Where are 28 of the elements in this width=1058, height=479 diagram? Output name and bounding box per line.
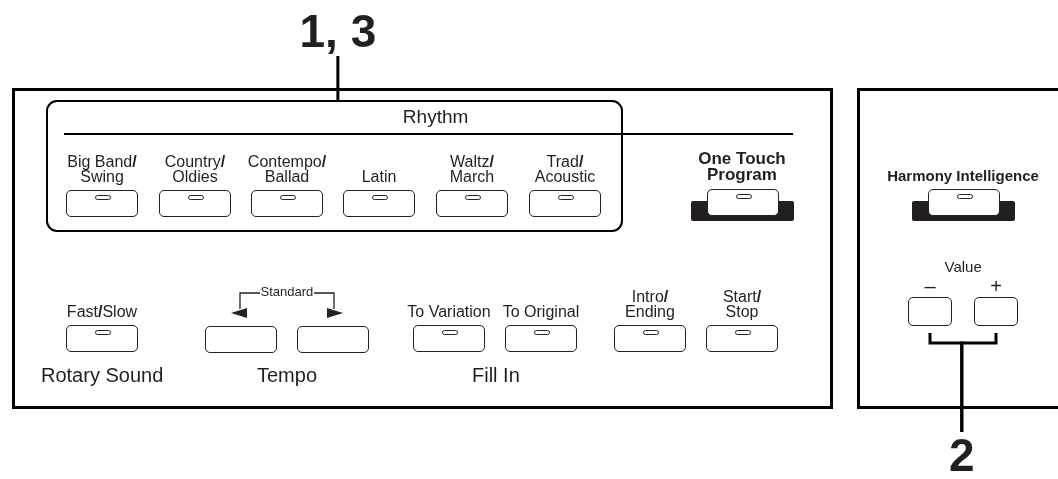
button-label: To Variation: [407, 304, 491, 319]
panel-button: [297, 326, 369, 353]
section-label: Tempo: [257, 364, 318, 387]
section-label: Fill In: [472, 364, 520, 387]
button-label: Intro/ Ending: [625, 289, 675, 319]
button-label: Contempo/ Ballad: [247, 154, 327, 184]
button-label: Harmony Intelligence: [886, 169, 1040, 183]
leader-line: [336, 56, 340, 101]
button-group-frame: [46, 100, 623, 232]
bracket-label: Standard: [260, 284, 314, 299]
button-label: –: [924, 278, 936, 294]
button-label: Latin: [361, 169, 397, 184]
section-label: Rotary Sound: [41, 364, 164, 387]
button-label: +: [990, 278, 1002, 294]
leader-line: [960, 333, 998, 432]
button-label: Waltz/ March: [449, 154, 495, 184]
button-label: Fast/Slow: [66, 304, 138, 319]
button-label: Big Band/ Swing: [66, 154, 138, 184]
callout-number: 1, 3: [299, 8, 377, 54]
button-label: To Original: [502, 304, 580, 319]
panel-button: [205, 326, 277, 353]
button-label: One Touch Program: [697, 151, 787, 183]
section-label: Value: [944, 258, 982, 275]
button-label: Trad/ Acoustic: [534, 154, 596, 184]
button-label: Start/ Stop: [722, 289, 762, 319]
button-label: Country/ Oldies: [164, 154, 226, 184]
group-heading: Rhythm: [402, 106, 469, 128]
callout-number: 2: [949, 432, 975, 478]
